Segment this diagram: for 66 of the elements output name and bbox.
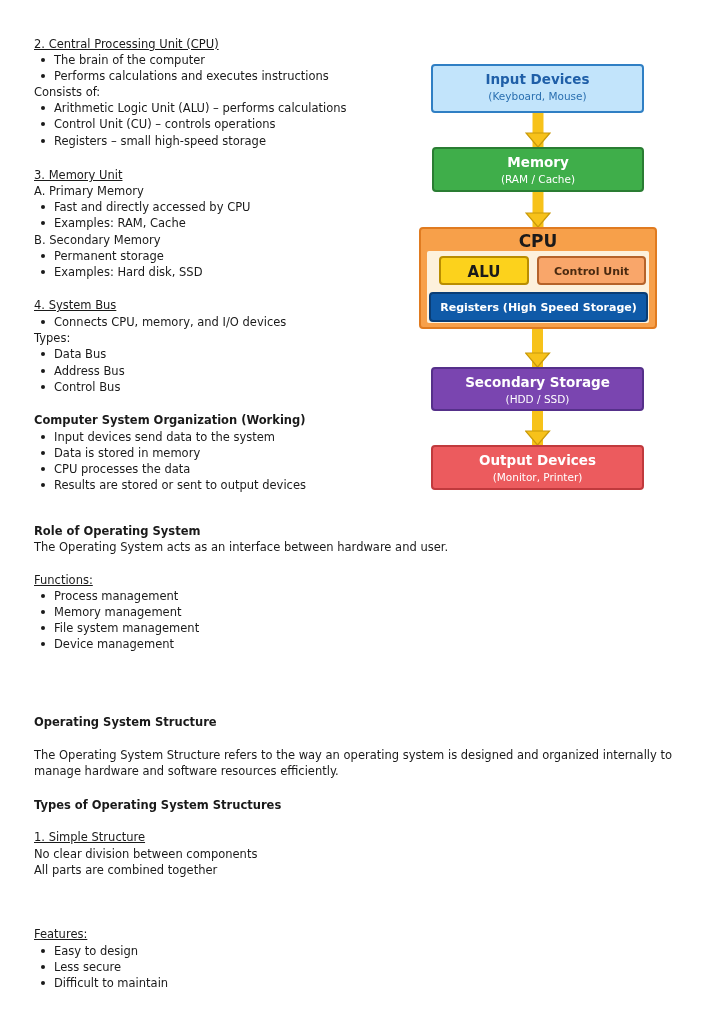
bullet-text: Easy to design — [54, 943, 139, 959]
bullet-text: Fast and directly accessed by CPU — [54, 199, 251, 215]
body-text: Consists of: — [34, 84, 101, 100]
bullet-text: Control Bus — [54, 379, 121, 395]
bullet-text: Memory management — [54, 604, 182, 620]
arrow — [525, 113, 551, 148]
bullet-text: Difficult to maintain — [54, 975, 169, 991]
bullet-text: Arithmetic Logic Unit (ALU) – performs calculations — [54, 100, 347, 116]
heading: Computer System Organization (Working) — [34, 412, 306, 428]
output-box — [431, 445, 644, 490]
heading: Operating System Structure — [34, 714, 217, 730]
body-text: Types: — [34, 330, 71, 346]
bullet-text: Address Bus — [54, 363, 125, 379]
box-title: CPU — [517, 231, 559, 251]
input-box — [431, 64, 644, 113]
arrow — [524, 329, 551, 368]
bullet-text: Control Unit (CU) – controls operations — [54, 116, 276, 132]
box-title: Control Unit — [552, 265, 631, 278]
control-unit-box — [537, 256, 646, 285]
bullet-text: Device management — [54, 636, 175, 652]
bullet-text: Data is stored in memory — [54, 445, 201, 461]
cpu-box — [419, 227, 657, 329]
bullet-text: Process management — [54, 588, 179, 604]
bullet-text: Registers – small high-speed storage — [54, 133, 266, 149]
bullet-text: Data Bus — [54, 346, 107, 362]
heading: Types of Operating System Structures — [34, 797, 282, 813]
storage-box — [431, 367, 644, 411]
memory-box — [432, 147, 644, 192]
box-subtitle: (RAM / Cache) — [499, 173, 577, 185]
registers-box — [429, 292, 648, 322]
bullet-text: CPU processes the data — [54, 461, 191, 477]
box-subtitle: (Monitor, Printer) — [491, 471, 584, 483]
bullet-text: The brain of the computer — [54, 52, 205, 68]
section-heading: 4. System Bus — [34, 297, 117, 313]
body-text: B. Secondary Memory — [34, 232, 161, 248]
paragraph: The Operating System Structure refers to the way an operating system is designed and organized internally to manage hardware and software resources efficiently. — [34, 747, 674, 779]
bullet-text: Input devices send data to the system — [54, 429, 276, 445]
box-title: Output Devices — [478, 452, 597, 468]
section-heading: 2. Central Processing Unit (CPU) — [34, 36, 219, 52]
heading: Role of Operating System — [34, 523, 201, 539]
bullet-text: Connects CPU, memory, and I/O devices — [54, 314, 287, 330]
box-title: ALU — [466, 263, 502, 281]
alu-box — [439, 256, 529, 285]
bullet-text: File system management — [54, 620, 200, 636]
box-title: Memory — [506, 154, 570, 170]
box-title: Secondary Storage — [464, 374, 611, 390]
box-subtitle: (Keyboard, Mouse) — [487, 90, 588, 102]
section-heading: 3. Memory Unit — [34, 167, 123, 183]
box-subtitle: (HDD / SSD) — [504, 393, 571, 405]
section-heading: Features: — [34, 926, 88, 942]
bullet-text: Examples: RAM, Cache — [54, 215, 186, 231]
section-heading: 1. Simple Structure — [34, 829, 146, 845]
body-text: The Operating System acts as an interface between hardware and user. — [34, 539, 449, 555]
bullet-text: Less secure — [54, 959, 122, 975]
section-heading: Functions: — [34, 572, 93, 588]
arrow — [525, 192, 551, 228]
box-title: Input Devices — [484, 71, 591, 87]
bullet-text: Performs calculations and executes instructions — [54, 68, 329, 84]
bullet-text: Permanent storage — [54, 248, 164, 264]
body-text: All parts are combined together — [34, 862, 218, 878]
body-text: No clear division between components — [34, 846, 258, 862]
body-text: A. Primary Memory — [34, 183, 144, 199]
bullet-text: Results are stored or sent to output devices — [54, 477, 306, 493]
arrow — [524, 411, 551, 446]
box-title: Registers (High Speed Storage) — [439, 301, 638, 314]
bullet-text: Examples: Hard disk, SSD — [54, 264, 203, 280]
